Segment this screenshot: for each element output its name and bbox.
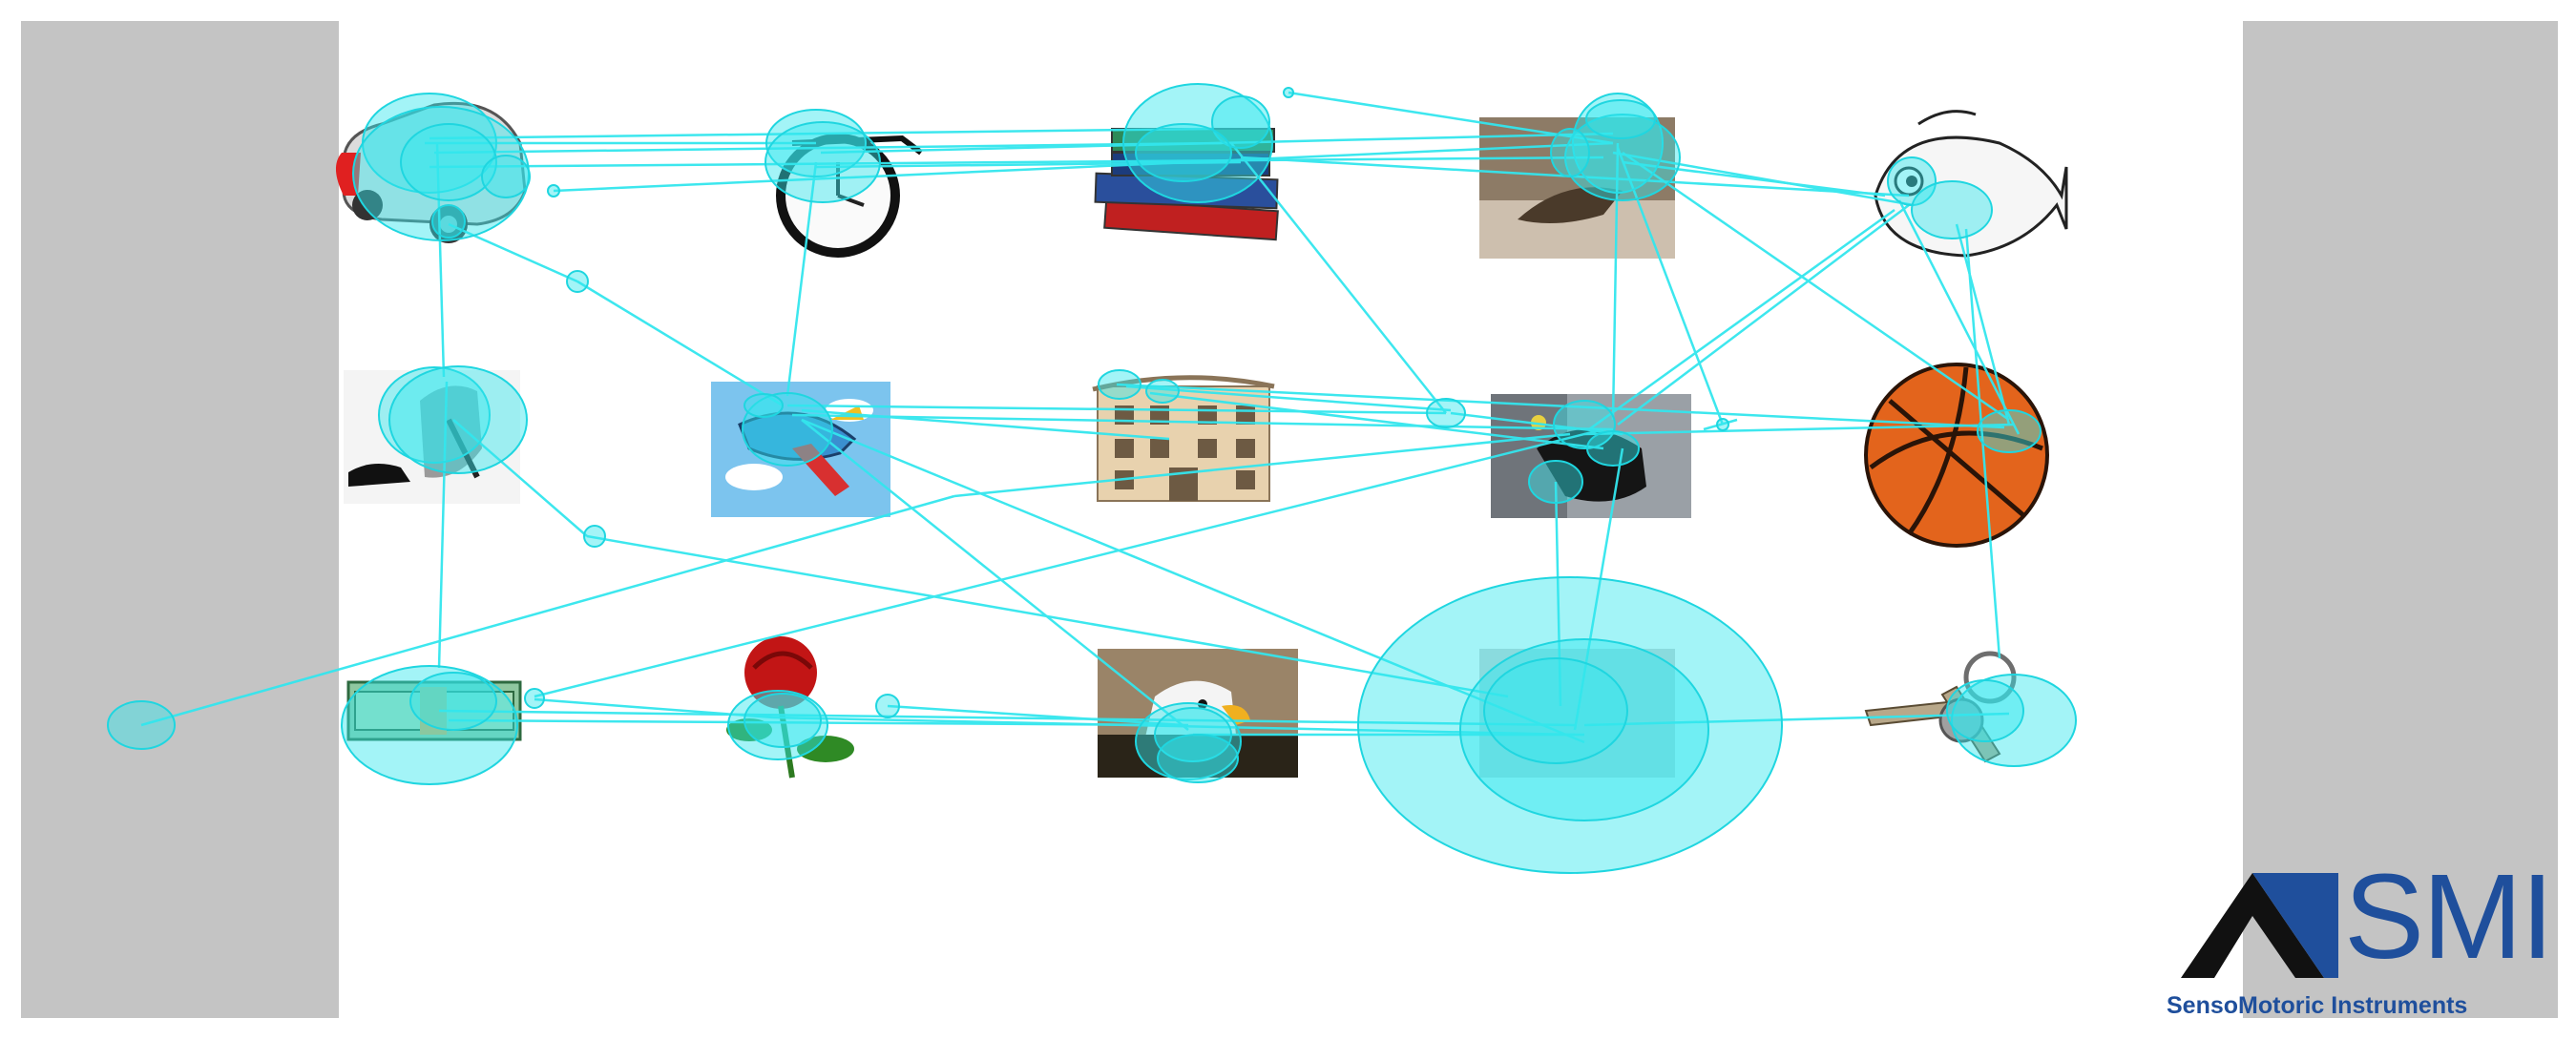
- fixation: [1357, 576, 1783, 874]
- fixation: [1553, 400, 1616, 449]
- fixation: [1977, 409, 2042, 453]
- bird-image: [1479, 117, 1675, 259]
- fixation: [1459, 638, 1709, 821]
- fixation: [547, 184, 560, 197]
- fixation: [524, 688, 545, 709]
- fixation: [1211, 95, 1270, 149]
- fixation: [1585, 99, 1656, 139]
- fixation: [1426, 398, 1466, 428]
- fixation: [764, 121, 881, 203]
- fixation: [1283, 87, 1294, 98]
- left-gray-margin: [21, 21, 339, 1018]
- fixation: [388, 365, 528, 474]
- fixation: [1911, 180, 1993, 239]
- smi-tagline: SensoMotoric Instruments: [2167, 992, 2468, 1019]
- fixation: [1951, 674, 2077, 767]
- fixation: [583, 525, 606, 548]
- fixation: [378, 366, 491, 464]
- fixation: [566, 270, 589, 293]
- fixation: [765, 109, 867, 177]
- fixation: [1528, 460, 1583, 504]
- fixation: [1716, 418, 1729, 431]
- fixation: [481, 155, 531, 198]
- fixation: [1946, 679, 2024, 742]
- right-gray-margin: [2243, 21, 2558, 1018]
- smi-logo: [2181, 873, 2338, 978]
- cat-image: [344, 370, 520, 504]
- fixation: [1098, 369, 1141, 400]
- eagle-image: [1098, 649, 1298, 778]
- rose-image: [726, 636, 854, 779]
- fixation-markers: [107, 83, 2077, 874]
- fixation: [1145, 379, 1180, 404]
- fixation: [743, 393, 784, 418]
- fixation: [743, 693, 822, 748]
- basketball-image: [1864, 363, 2049, 548]
- smi-brand-text: SMI: [2344, 849, 2554, 984]
- fixation: [1483, 657, 1628, 764]
- fixation: [431, 204, 466, 239]
- fixation: [1157, 734, 1239, 783]
- keys-image: [1864, 651, 2017, 763]
- fixation: [400, 123, 497, 201]
- fixation: [742, 392, 833, 467]
- fixation: [1122, 83, 1273, 203]
- fish-image: [1874, 110, 2068, 258]
- fixation: [1586, 430, 1640, 467]
- fixation: [1572, 93, 1664, 194]
- dog-image: [1491, 394, 1691, 518]
- fixation: [1550, 128, 1590, 177]
- fixation: [409, 672, 497, 731]
- fixation: [1564, 114, 1681, 201]
- fixation: [1135, 123, 1232, 182]
- fixation: [107, 700, 176, 750]
- books-image: [1094, 128, 1279, 241]
- fixation: [1135, 702, 1242, 780]
- scanpath-lines: [140, 91, 2021, 744]
- fixation: [875, 694, 900, 718]
